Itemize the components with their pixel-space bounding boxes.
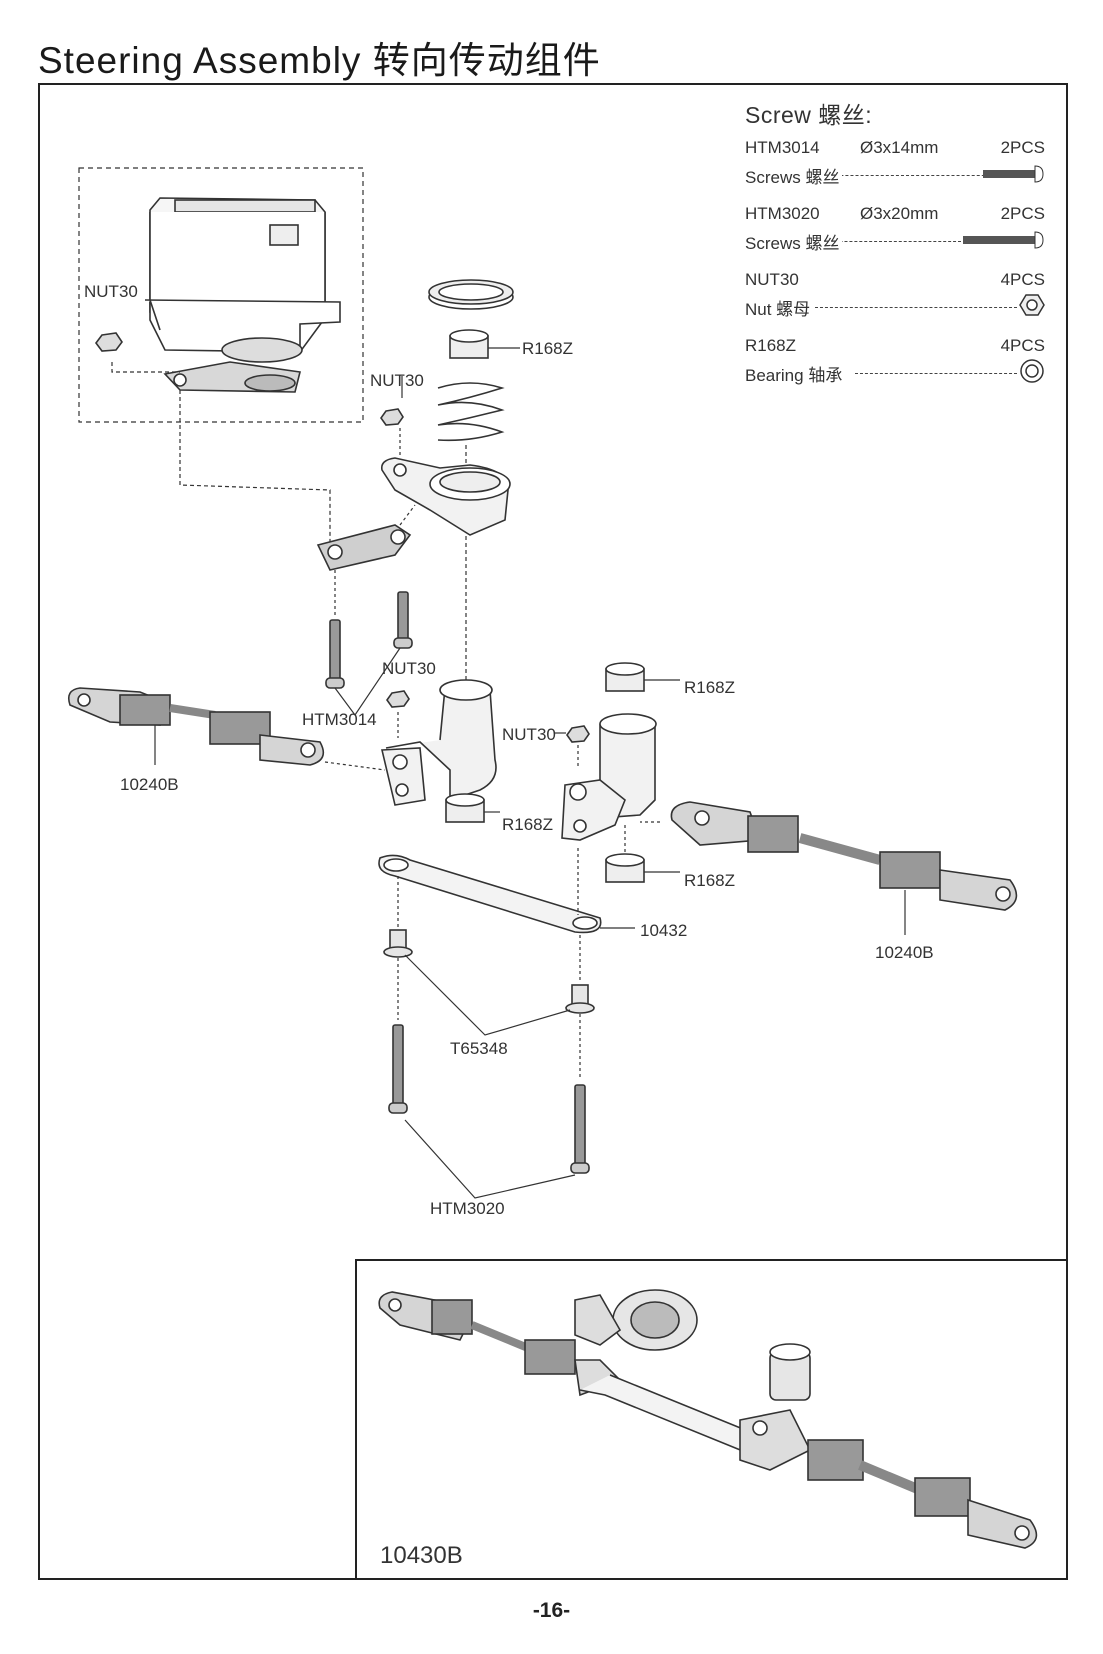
legend-sub-htm3014: Screws 螺丝 [745, 160, 1045, 188]
legend-sub-htm3020: Screws 螺丝 [745, 226, 1045, 254]
screw-14-icon [325, 591, 413, 689]
legend-qty: 4PCS [1000, 270, 1045, 289]
legend-heading: Screw 螺丝: [745, 102, 873, 128]
callout-nut30-mid: NUT30 [382, 659, 436, 678]
legend-code: NUT30 [745, 270, 799, 289]
legend-code: R168Z [745, 336, 797, 355]
legend-item-htm3020: HTM3020 Ø3x20mm 2PCS [745, 202, 1045, 226]
legend-desc: Bearing 轴承 [745, 361, 846, 386]
servo-detail-box [78, 167, 364, 423]
tie-rod-right [670, 801, 1018, 911]
spring-icon [437, 382, 505, 442]
nut-icon [386, 690, 410, 708]
callout-r168z-right-bottom: R168Z [684, 871, 736, 890]
legend-sub-nut30: Nut 螺母 [745, 292, 1045, 320]
leader-line [815, 307, 1017, 308]
legend-qty: 2PCS [1000, 204, 1045, 223]
legend-item-htm3014: HTM3014 Ø3x14mm 2PCS [745, 136, 1045, 160]
bushing-icon [383, 929, 595, 1014]
legend-item-r168z: R168Z 4PCS [745, 334, 1045, 358]
legend-sub-r168z: Bearing 轴承 [745, 358, 1045, 386]
callout-htm3014: HTM3014 [302, 710, 377, 729]
legend-qty: 2PCS [1000, 138, 1045, 157]
assembled-steering-drawing [378, 1289, 1038, 1549]
legend-desc: Screws 螺丝 [745, 163, 843, 188]
servo-icon [144, 197, 341, 393]
callout-htm3020: HTM3020 [430, 1199, 505, 1218]
callout-r168z-mid: R168Z [502, 815, 554, 834]
callout-link-left: 10240B [120, 775, 179, 794]
callout-nut30-servo: NUT30 [84, 282, 138, 301]
screw-20-icon [388, 1024, 590, 1174]
nut-icon [1019, 294, 1045, 316]
tie-bar [378, 854, 602, 934]
leader-line [805, 175, 1005, 176]
callout-nut30-right: NUT30 [502, 725, 556, 744]
leader-line [805, 241, 961, 242]
screw-14-icon [983, 165, 1044, 183]
callout-r168z-top: R168Z [522, 339, 574, 358]
callout-nut30-top: NUT30 [370, 371, 424, 390]
legend-code: HTM3020 [745, 204, 820, 223]
bearing-icon [605, 662, 645, 692]
page-title: Steering Assembly 转向传动组件 [38, 40, 601, 81]
legend-desc: Nut 螺母 [745, 295, 814, 320]
assembled-view-frame [355, 1259, 1068, 1580]
drag-link [316, 524, 412, 571]
screw-20-icon [963, 231, 1044, 249]
steering-arm-upper [380, 457, 511, 536]
nut-icon [566, 725, 590, 743]
leader-line [855, 373, 1017, 374]
legend-spec: Ø3x20mm [860, 204, 939, 223]
callout-link-right: 10240B [875, 943, 934, 962]
nut-icon [380, 408, 404, 426]
legend-spec: Ø3x14mm [860, 138, 939, 157]
steering-knuckle-right [561, 713, 657, 841]
tie-rod-left [67, 687, 325, 766]
bearing-icon [445, 793, 485, 823]
bearing-icon [1020, 359, 1044, 383]
callout-tie-bar: 10432 [640, 921, 688, 940]
page-number: -16- [532, 1599, 571, 1622]
nut-icon [95, 332, 123, 352]
hardware-legend: Screw 螺丝: HTM3014 Ø3x14mm 2PCS Screws 螺丝… [745, 96, 1045, 386]
bearing-icon [449, 329, 489, 359]
legend-qty: 4PCS [1000, 336, 1045, 355]
steering-knuckle-left [381, 679, 497, 806]
callout-r168z-right-top: R168Z [684, 678, 736, 697]
legend-code: HTM3014 [745, 138, 820, 157]
callout-bushing: T65348 [450, 1039, 508, 1058]
legend-desc: Screws 螺丝 [745, 229, 843, 254]
bearing-icon [605, 853, 645, 883]
legend-item-nut30: NUT30 4PCS [745, 268, 1045, 292]
assembly-code: 10430B [380, 1542, 463, 1569]
